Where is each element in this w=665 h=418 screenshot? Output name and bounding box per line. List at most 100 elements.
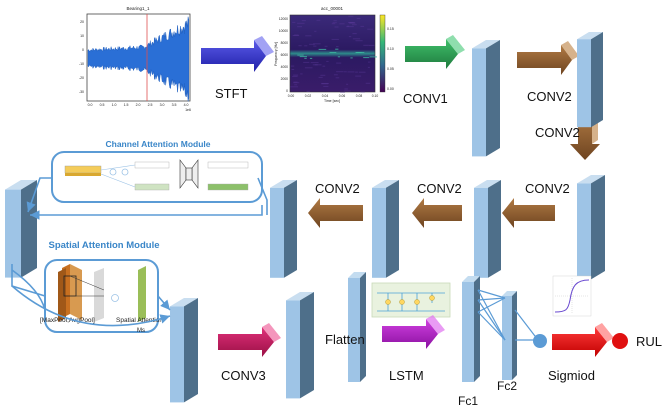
add-op-icon [109, 168, 117, 176]
spectrogram-image [289, 14, 376, 93]
conv2-label-top: CONV2 [527, 89, 572, 104]
spectrogram-y-tick: 10000 [279, 29, 288, 33]
rul-label: RUL [636, 334, 662, 349]
spectrogram-x-tick: 0.08 [356, 94, 363, 98]
conv2-label-left-1: CONV2 [525, 181, 570, 196]
spectrogram-x-tick: 0.04 [322, 94, 329, 98]
spectrogram-colorbar [379, 14, 386, 93]
signal-x-tick: 2.0 [136, 103, 141, 107]
channel-attention-frame [51, 151, 263, 203]
rul-output-dot [612, 333, 628, 349]
spectrogram-texture [290, 15, 377, 93]
conv2-feature-map-3 [474, 180, 501, 278]
stft-label: STFT [215, 86, 248, 101]
conv3-label: CONV3 [221, 368, 266, 383]
conv1-arrow [405, 35, 465, 69]
signal-y-tick: -30 [79, 90, 84, 94]
signal-x-tick: 1.5 [124, 103, 129, 107]
conv3-arrow [218, 323, 281, 357]
signal-x-tick: 3.0 [160, 103, 165, 107]
conv2-arrow-top [517, 41, 579, 75]
conv2-feature-map-2 [577, 175, 605, 280]
spatial-attention-module: Spatial Attention Module [MaxPool,AvgPoo… [40, 240, 163, 334]
fc2-vector [502, 291, 517, 380]
spatial-attention-inner-label: Spatial Attention [116, 317, 163, 324]
conv2-arrow-left-2 [412, 198, 462, 228]
spectrogram-plot: acc_00001 0.15 0.10 0.05 0.00 12000 1000… [274, 6, 394, 103]
signal-x-tick: 2.5 [148, 103, 153, 107]
signal-x-exponent: 1e6 [185, 108, 191, 112]
fc2-label: Fc2 [497, 379, 517, 393]
conv3-output-feature-map [286, 292, 314, 399]
spectrogram-x-tick: 0.06 [339, 94, 346, 98]
spectrogram-y-tick: 8000 [281, 41, 289, 45]
flatten-vector [348, 272, 366, 382]
stft-arrow [201, 36, 274, 72]
spectrogram-x-tick: 0.00 [288, 94, 295, 98]
spectrogram-y-tick: 2000 [281, 77, 289, 81]
signal-x-tick: 4.0 [184, 103, 189, 107]
spectrogram-y-tick: 6000 [281, 53, 289, 57]
conv2-label-down: CONV2 [535, 125, 580, 140]
signal-y-tick: 0 [82, 48, 84, 52]
signal-y-tick: -20 [79, 76, 84, 80]
lstm-arrow [382, 315, 445, 349]
pool-label: [MaxPool,AvgPool] [40, 317, 95, 324]
sigmoid-op-icon [111, 294, 119, 302]
signal-x-tick: 0.0 [88, 103, 93, 107]
spectrogram-title: acc_00001 [321, 6, 344, 11]
flatten-label: Flatten [325, 332, 365, 347]
lstm-label: LSTM [389, 368, 424, 383]
lstm-cell-diagram [371, 282, 451, 318]
signal-waveform [87, 16, 190, 102]
attention-input-feature-map [5, 180, 37, 278]
colorbar-tick: 0.05 [387, 67, 394, 71]
fc-output-node [533, 334, 547, 348]
conv2-label-left-3: CONV2 [315, 181, 360, 196]
mlp-input-bar-bottom [134, 183, 170, 191]
conv-map-icon [94, 268, 104, 322]
signal-x-tick: 0.5 [100, 103, 105, 107]
vibration-signal-plot: Bearing1_1 20 10 0 -10 -20 -30 0.0 0.5 1… [79, 6, 191, 112]
conv1-feature-map [472, 40, 500, 157]
spatial-attention-title: Spatial Attention Module [48, 240, 159, 251]
sigmoid-label: Sigmiod [548, 368, 595, 383]
spectrogram-ylabel: Frequency [Hz] [274, 42, 278, 66]
pooled-feature-maps [58, 264, 82, 322]
conv2-arrow-left-1 [502, 198, 555, 228]
spectrogram-x-tick: 0.10 [372, 94, 379, 98]
channel-weight-bar [64, 165, 102, 174]
signal-x-tick: 1.0 [112, 103, 117, 107]
pool-output-bar-bottom [207, 183, 249, 191]
colorbar-tick: 0.00 [387, 87, 394, 91]
conv2-label-left-2: CONV2 [417, 181, 462, 196]
conv2-feature-map-5 [270, 180, 297, 278]
signal-x-tick: 3.5 [172, 103, 177, 107]
fc-connection-lines [477, 289, 539, 341]
signal-plot-title: Bearing1_1 [126, 6, 150, 11]
mlp-input-bar-top [134, 161, 170, 169]
conv1-label: CONV1 [403, 91, 448, 106]
connector-lines [11, 177, 268, 327]
channel-weight-bar-shade [65, 173, 101, 176]
spectrogram-xlabel: Time [sec] [324, 99, 340, 103]
signal-y-tick: 10 [80, 34, 84, 38]
fc1-label: Fc1 [458, 394, 478, 408]
conv2-feature-map-4 [372, 180, 399, 278]
channel-attention-module: Channel Attention Module [51, 139, 263, 203]
conv2-feature-map-1 [577, 32, 603, 128]
spectrogram-y-tick: 0 [286, 89, 288, 93]
conv3-input-feature-map [170, 298, 198, 403]
spatial-weight-map [138, 266, 146, 322]
spatial-attention-sub-label: Ms [137, 328, 145, 334]
colorbar-tick: 0.10 [387, 47, 394, 51]
feature-map-blocks [5, 32, 605, 403]
signal-y-tick: -10 [79, 62, 84, 66]
fc1-vector [462, 276, 480, 382]
spectrogram-y-tick: 4000 [281, 65, 289, 69]
colorbar-tick: 0.15 [387, 27, 394, 31]
sigmoid-arrow [552, 323, 614, 357]
spectrogram-y-tick: 12000 [279, 17, 288, 21]
pool-output-bar-top [207, 161, 249, 169]
